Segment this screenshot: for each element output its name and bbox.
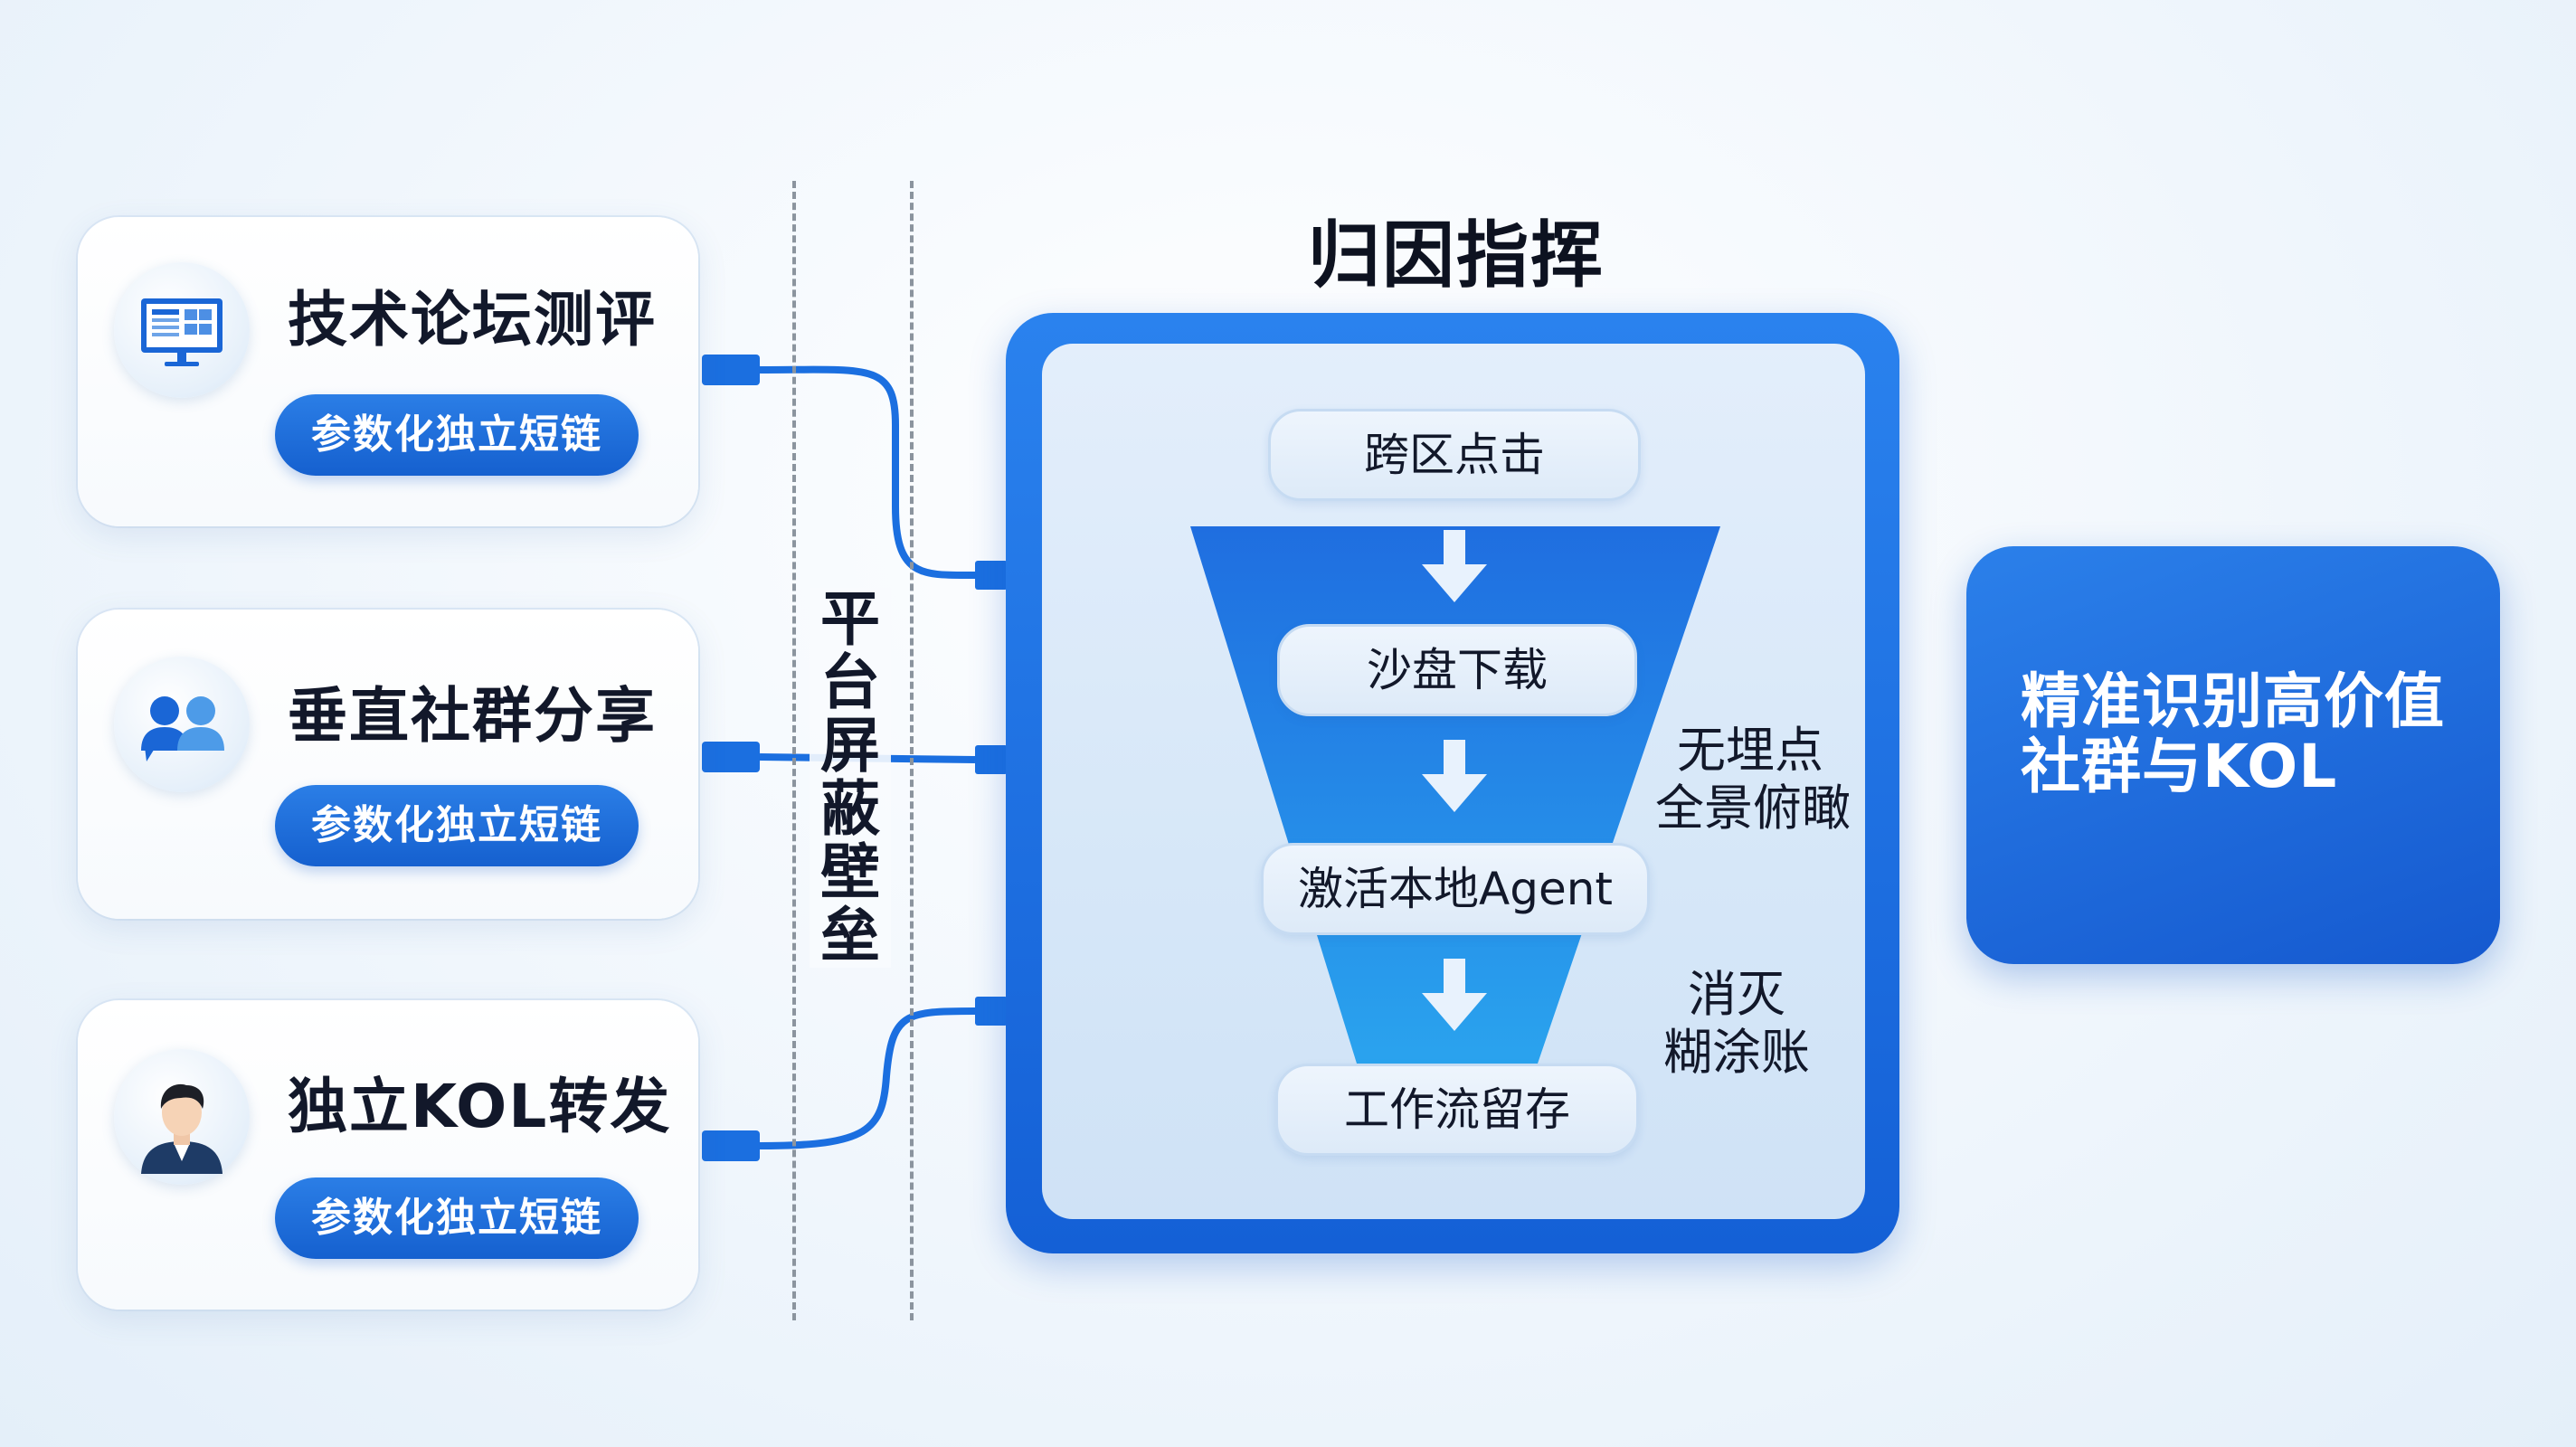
connector-kol: [702, 997, 1008, 1161]
arrow-down-icon: [1422, 530, 1487, 602]
source-title: 垂直社群分享: [288, 681, 657, 751]
source-card-kol: 独立KOL转发 参数化独立短链: [78, 1000, 698, 1310]
person-avatar-icon: [114, 1049, 250, 1185]
arrow-down-icon: [1422, 740, 1487, 812]
funnel-stage-activate: 激活本地Agent: [1261, 843, 1650, 935]
funnel-stage-retain: 工作流留存: [1275, 1064, 1639, 1156]
funnel-stage-click: 跨区点击: [1268, 409, 1641, 501]
short-link-badge: 参数化独立短链: [275, 394, 639, 476]
source-title: 技术论坛测评: [288, 285, 657, 355]
monitor-icon: [114, 262, 250, 398]
funnel-stage-download: 沙盘下载: [1277, 624, 1637, 716]
source-card-community: 垂直社群分享 参数化独立短链: [78, 610, 698, 919]
note-clear-accounts: 消灭 糊涂账: [1663, 966, 1810, 1081]
source-card-forum: 技术论坛测评 参数化独立短链: [78, 217, 698, 526]
connector-forum: [702, 355, 1008, 590]
platform-barrier-label: 平台屏蔽壁垒: [810, 588, 891, 968]
short-link-badge: 参数化独立短链: [275, 1177, 639, 1259]
barrier-line-right: [910, 181, 914, 1320]
barrier-line-left: [792, 181, 796, 1320]
short-link-badge: 参数化独立短链: [275, 785, 639, 866]
note-no-tracking: 无埋点 全景俯瞰: [1655, 722, 1851, 837]
group-chat-icon: [114, 657, 250, 792]
source-title: 独立KOL转发: [288, 1072, 672, 1141]
result-text: 精准识别高价值 社群与KOL: [2021, 667, 2445, 801]
result-card: [1966, 546, 2500, 964]
arrow-down-icon: [1422, 959, 1487, 1031]
